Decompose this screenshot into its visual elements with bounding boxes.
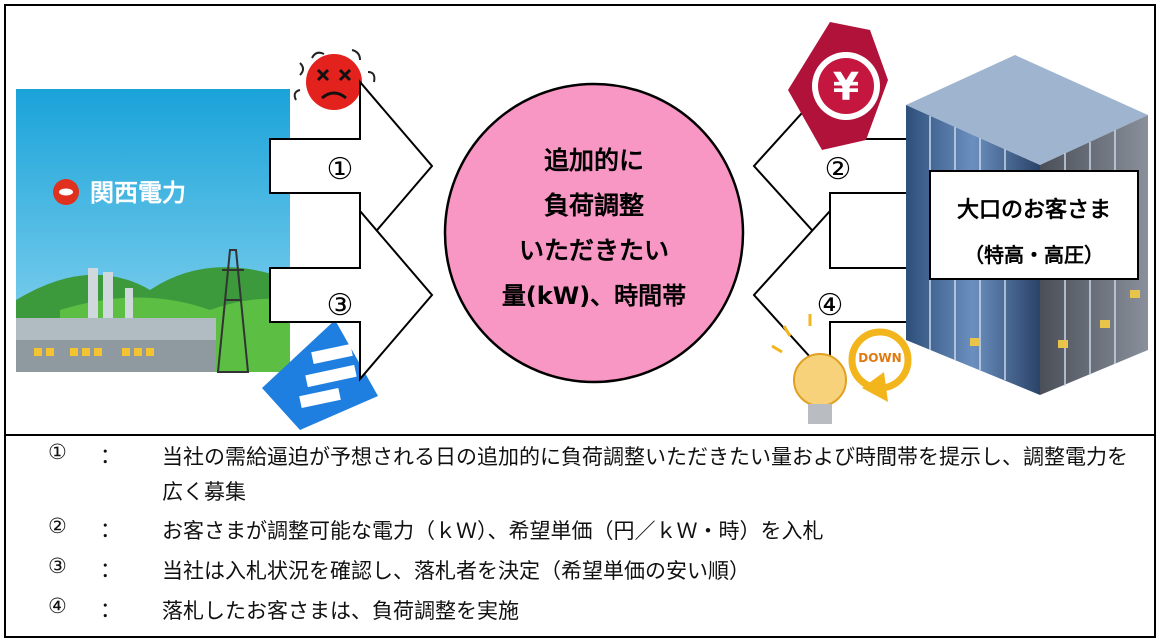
arrow-4-number: ④ [817, 288, 844, 323]
arrow-1 [269, 79, 434, 253]
legend-item-4-number: ④ [48, 594, 67, 618]
center-line-1: 追加的に [544, 146, 644, 175]
yen-badge-icon: ¥ [788, 22, 888, 150]
legend-item-1-separator: ： [100, 444, 121, 468]
office-building-illustration: 大口のお客さま （特高・高圧） [906, 55, 1148, 395]
kepco-logo-icon [53, 179, 79, 205]
legend-item-4-text: 落札したお客さまは、負荷調整を実施 [162, 599, 519, 623]
flow-diagram: 関西電力 ① ③ 追加的に 負荷調整 いただきたい 量(kW)、時間帯 ② ④ [16, 22, 1148, 430]
arrow-4 [752, 208, 921, 382]
customer-label-line-2: （特高・高圧） [964, 243, 1104, 267]
yen-symbol: ¥ [833, 65, 859, 109]
stressed-face-icon [293, 49, 376, 110]
legend-item-3-number: ③ [48, 554, 67, 578]
arrow-1-number: ① [327, 152, 354, 187]
legend-item-3-separator: ： [100, 558, 121, 582]
center-line-2: 負荷調整 [544, 191, 644, 220]
legend-item-3-text: 当社は入札状況を確認し、落札者を決定（希望単価の安い順） [162, 559, 750, 583]
legend-item-2-number: ② [48, 514, 67, 538]
legend-item-4-separator: ： [100, 598, 121, 622]
center-line-3: いただきたい [519, 236, 669, 265]
legend-divider [4, 434, 1156, 436]
customer-label-line-1: 大口のお客さま [957, 197, 1111, 223]
legend-item-2-separator: ： [100, 518, 121, 542]
arrow-2-number: ② [825, 152, 852, 187]
legend-item-2-text: お客さまが調整可能な電力（ｋＷ）、希望単価（円／ｋＷ・時）を入札 [162, 519, 824, 543]
request-circle: 追加的に 負荷調整 いただきたい 量(kW)、時間帯 [443, 82, 745, 384]
legend-item-1-number: ① [48, 440, 67, 464]
center-line-4: 量(kW)、時間帯 [502, 282, 686, 310]
lightbulb-down-icon: DOWN [771, 314, 912, 424]
legend-item-1-text: 当社の需給逼迫が予想される日の追加的に負荷調整いただきたい量および時間帯を提示し… [162, 445, 1128, 504]
power-company-illustration: 関西電力 [16, 89, 290, 373]
gavel-tag-icon [262, 320, 378, 430]
down-label: DOWN [858, 351, 901, 365]
figure-frame [4, 4, 1156, 638]
customer-label-box [929, 170, 1139, 280]
arrow-3 [269, 208, 434, 382]
arrow-3-number: ③ [327, 288, 354, 323]
company-label: 関西電力 [90, 179, 186, 207]
